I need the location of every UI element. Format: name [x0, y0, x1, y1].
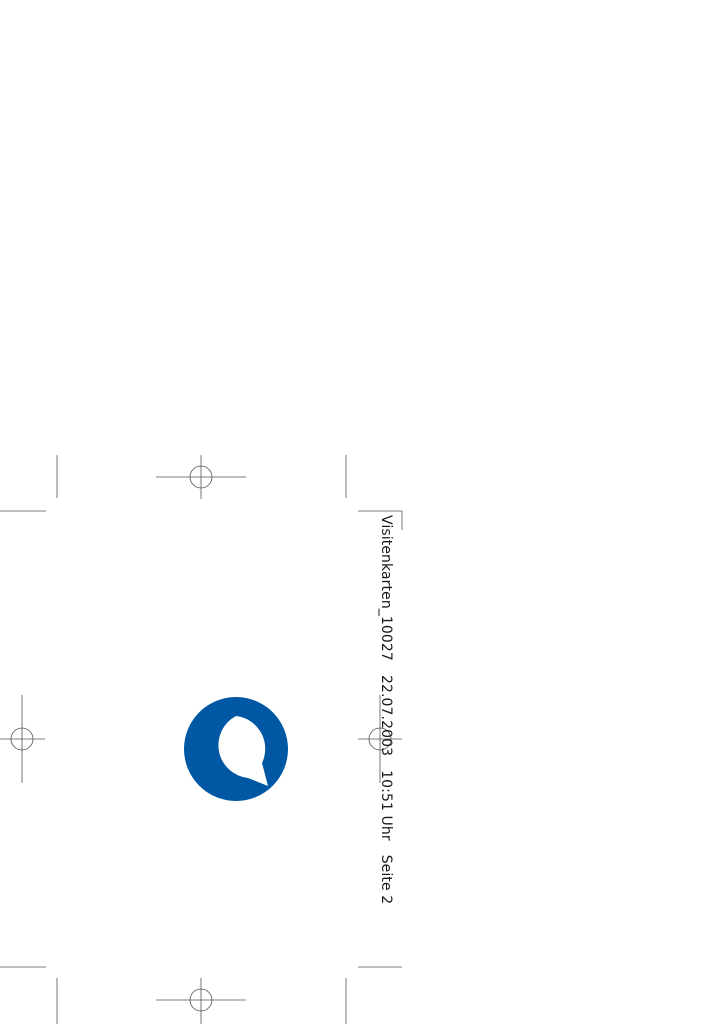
registration-mark-bottom: [156, 978, 246, 1024]
crop-mark-top-left: [0, 455, 58, 512]
registration-mark-top: [156, 455, 246, 499]
print-slug-line: Visitenkarten_10027 22.07.2003 10:51 UhrSe…: [378, 515, 394, 918]
slug-time: 10:51 Uhr: [378, 770, 394, 841]
slug-page: Seite 2: [378, 854, 394, 905]
crop-mark-top-right: [345, 455, 403, 530]
slug-date: 22.07.2003: [378, 674, 394, 757]
slug-filename: Visitenkarten_10027: [378, 515, 394, 661]
crop-mark-bottom-right: [345, 966, 402, 1024]
registration-mark-left: [0, 695, 45, 783]
speech-bubble-ring-logo-icon: [184, 697, 288, 801]
registration-mark-right: [358, 695, 402, 783]
crop-mark-bottom-left: [0, 966, 58, 1024]
